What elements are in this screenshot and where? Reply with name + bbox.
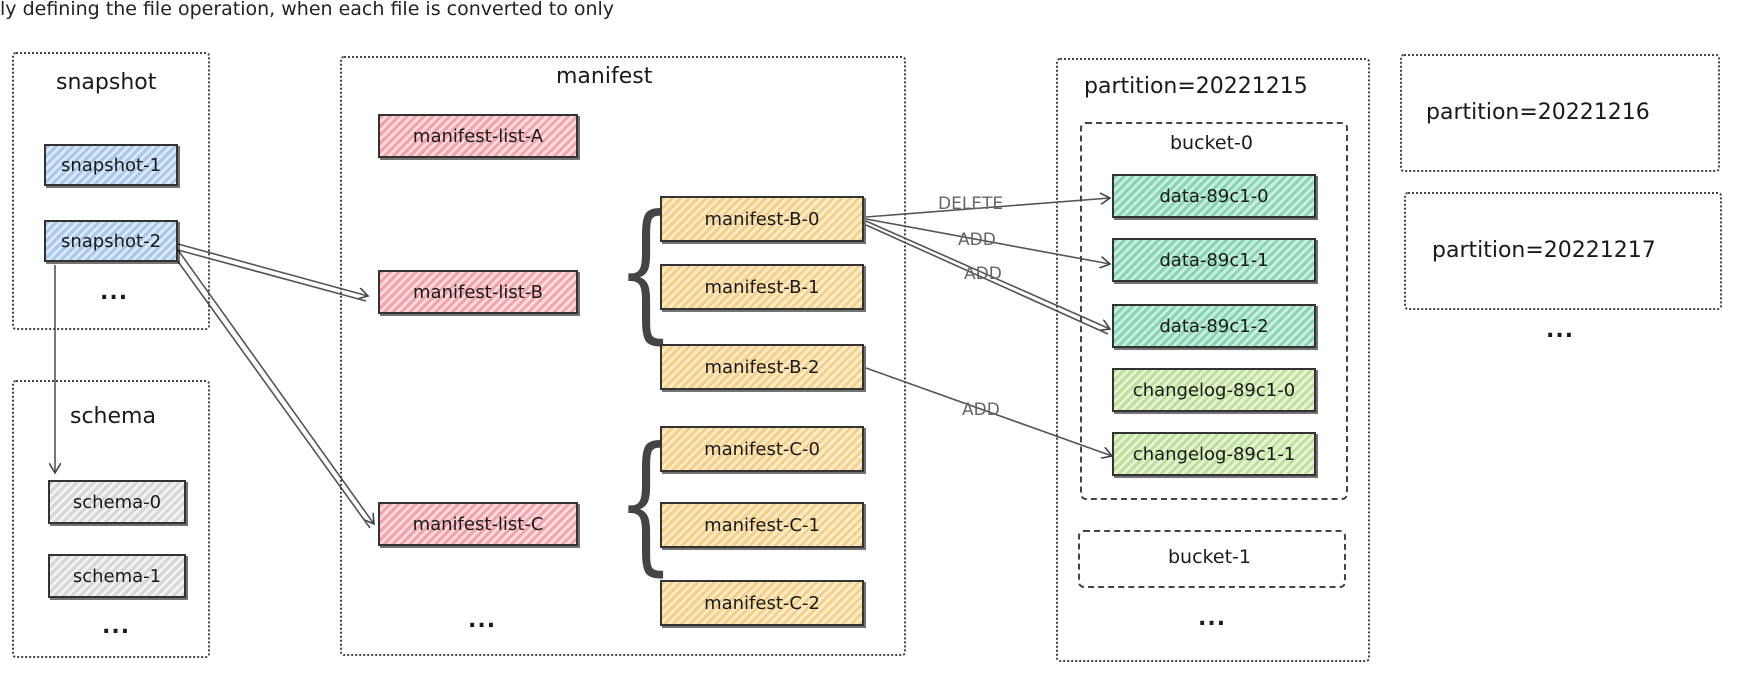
bucket-1-title: bucket-1 — [1168, 546, 1251, 568]
edge-b0-to-data-2-double — [865, 224, 1109, 335]
snapshot-1-node[interactable]: snapshot-1 — [44, 144, 178, 186]
manifest-c-2-node[interactable]: manifest-C-2 — [660, 580, 864, 626]
manifest-list-a-node[interactable]: manifest-list-A — [378, 114, 578, 158]
manifest-c-0-node[interactable]: manifest-C-0 — [660, 426, 864, 472]
manifest-c-1-node[interactable]: manifest-C-1 — [660, 502, 864, 548]
partition-20221217-title: partition=20221217 — [1432, 238, 1656, 263]
manifest-b-1-node[interactable]: manifest-B-1 — [660, 264, 864, 310]
schema-more: ... — [102, 614, 131, 639]
edge-label-add-3: ADD — [962, 400, 1000, 420]
manifest-list-b-node[interactable]: manifest-list-B — [378, 270, 578, 314]
edge-snapshot2-to-list-c-double — [173, 255, 371, 529]
manifest-b-0-node[interactable]: manifest-B-0 — [660, 196, 864, 242]
schema-title: schema — [70, 404, 156, 429]
manifest-group: manifest manifest-list-A manifest-list-B… — [340, 56, 906, 656]
manifest-b-2-node[interactable]: manifest-B-2 — [660, 344, 864, 390]
partition-20221217-group: partition=20221217 — [1404, 192, 1722, 310]
truncated-top-text: ly defining the file operation, when eac… — [0, 0, 615, 20]
manifest-more: ... — [468, 608, 497, 633]
edge-label-delete: DELETE — [938, 194, 1004, 214]
snapshot-title: snapshot — [56, 70, 157, 95]
edge-b0-to-data-1 — [865, 218, 1110, 264]
edge-label-add-1: ADD — [958, 230, 996, 250]
snapshot-2-node[interactable]: snapshot-2 — [44, 220, 178, 262]
schema-group: schema schema-0 schema-1 ... — [12, 380, 210, 658]
changelog-89c1-1-node[interactable]: changelog-89c1-1 — [1112, 432, 1316, 476]
bucket-1-box: bucket-1 — [1078, 530, 1346, 588]
partition-20221216-group: partition=20221216 — [1400, 54, 1720, 172]
snapshot-group: snapshot snapshot-1 snapshot-2 ... — [12, 52, 210, 330]
partition-20221216-title: partition=20221216 — [1426, 100, 1650, 125]
partitions-more: ... — [1546, 318, 1575, 343]
changelog-89c1-0-node[interactable]: changelog-89c1-0 — [1112, 368, 1316, 412]
bucket-0-title: bucket-0 — [1170, 132, 1253, 154]
data-89c1-0-node[interactable]: data-89c1-0 — [1112, 174, 1316, 218]
snapshot-more: ... — [100, 280, 129, 305]
partition-20221215-group: partition=20221215 bucket-0 data-89c1-0 … — [1056, 58, 1370, 662]
partition-20221215-more: ... — [1198, 606, 1227, 631]
edge-b2-to-changelog-1 — [865, 367, 1112, 456]
data-89c1-2-node[interactable]: data-89c1-2 — [1112, 304, 1316, 348]
schema-1-node[interactable]: schema-1 — [48, 554, 186, 598]
edge-b0-to-data-2 — [865, 220, 1110, 329]
edge-b0-to-data-0 — [865, 198, 1110, 218]
edge-label-add-2: ADD — [964, 264, 1002, 284]
partition-20221215-title: partition=20221215 — [1084, 74, 1308, 99]
data-89c1-1-node[interactable]: data-89c1-1 — [1112, 238, 1316, 282]
manifest-list-c-node[interactable]: manifest-list-C — [378, 502, 578, 546]
manifest-title: manifest — [556, 64, 653, 89]
bucket-0-box: bucket-0 data-89c1-0 data-89c1-1 data-89… — [1080, 122, 1348, 500]
schema-0-node[interactable]: schema-0 — [48, 480, 186, 524]
